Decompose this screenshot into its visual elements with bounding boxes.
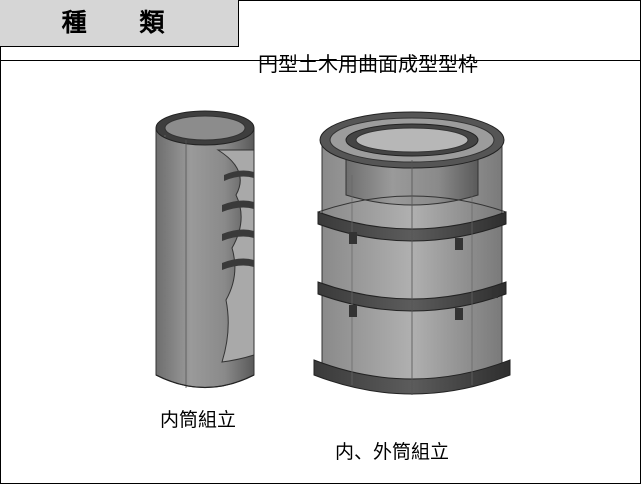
product-title: 円型土木用曲面成型型枠: [258, 52, 478, 76]
category-label: 種 類: [61, 8, 187, 37]
outer-tube-caption: 内、外筒組立: [335, 441, 450, 463]
inner-tube-figure: [155, 110, 255, 388]
inner-tube-caption: 内筒組立: [160, 409, 237, 431]
outer-tube-figure: [313, 111, 511, 395]
header-divider: [0, 60, 641, 61]
category-label-box: 種 類: [0, 0, 239, 47]
